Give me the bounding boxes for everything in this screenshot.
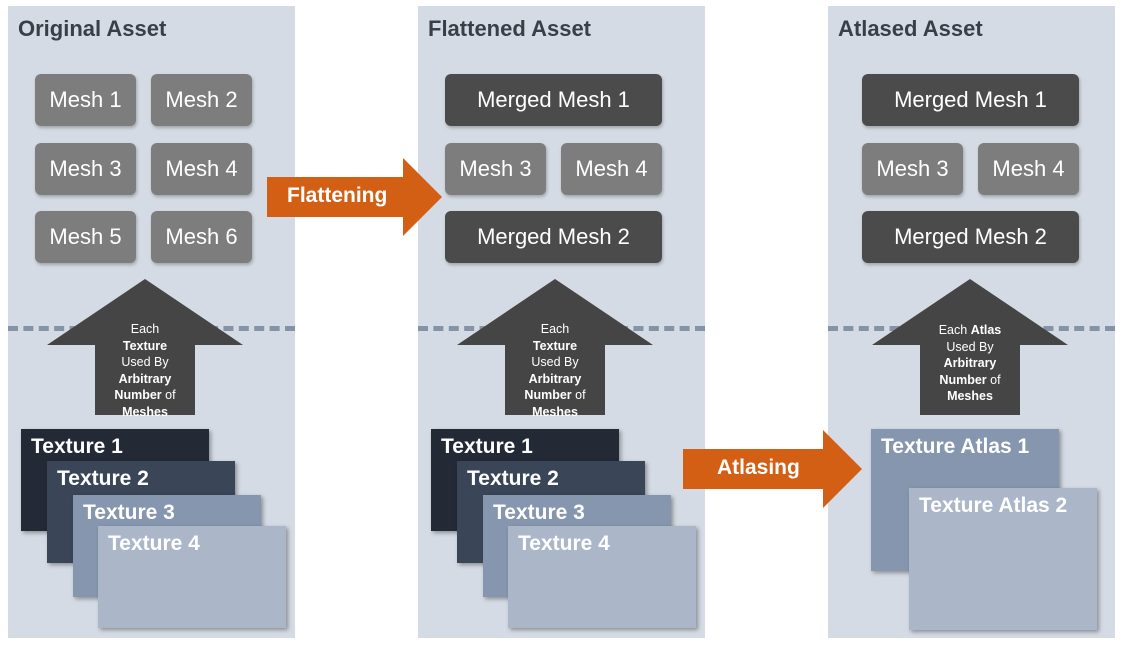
mesh-5: Mesh 5	[35, 211, 136, 263]
texture-card-4: Texture 4	[98, 526, 286, 628]
up-arrow: Each Texture Used By Arbitrary Number of…	[45, 279, 245, 419]
panel-flattened-asset: Flattened Asset Merged Mesh 1 Mesh 3 Mes…	[418, 6, 705, 638]
up-arrow-line: Number	[524, 388, 572, 402]
mesh-3: Mesh 3	[862, 143, 963, 195]
up-arrow-line: Arbitrary	[118, 371, 172, 386]
atlasing-label: Atlasing	[717, 456, 800, 479]
up-arrow-text: Each Atlas Used By Arbitrary Number of M…	[920, 322, 1020, 405]
texture-atlas-card-2: Texture Atlas 2	[909, 488, 1097, 630]
up-arrow-line: Used By	[121, 355, 169, 369]
up-arrow-line: of	[986, 372, 1001, 387]
panel-original-asset: Original Asset Mesh 1 Mesh 2 Mesh 3 Mesh…	[8, 6, 295, 638]
atlasing-arrow: Atlasing	[683, 430, 863, 508]
up-arrow-line: Each	[130, 322, 160, 336]
up-arrow-line: Arbitrary	[943, 356, 997, 370]
merged-mesh-1: Merged Mesh 1	[862, 74, 1079, 126]
up-arrow-line: Number	[114, 388, 162, 402]
merged-mesh-2: Merged Mesh 2	[862, 211, 1079, 263]
up-arrow-line: Number	[939, 372, 987, 387]
mesh-4: Mesh 4	[561, 143, 662, 195]
up-arrow-line: of	[571, 388, 586, 402]
up-arrow-line: Meshes	[122, 404, 168, 419]
mesh-1: Mesh 1	[35, 74, 136, 126]
up-arrow-line: Each	[938, 323, 971, 337]
up-arrow-text: Each Texture Used By Arbitrary Number of…	[95, 321, 195, 420]
up-arrow-shape	[457, 279, 653, 415]
atlasing-arrow-shape	[683, 430, 862, 508]
up-arrow-shape	[47, 279, 243, 415]
up-arrow: Each Atlas Used By Arbitrary Number of M…	[870, 279, 1070, 415]
panel-atlased-asset: Atlased Asset Merged Mesh 1 Mesh 3 Mesh …	[828, 6, 1115, 638]
mesh-2: Mesh 2	[151, 74, 252, 126]
flattening-arrow-shape	[267, 158, 442, 236]
up-arrow-line: Meshes	[947, 389, 993, 403]
panel-title: Original Asset	[18, 16, 167, 41]
up-arrow-line: Meshes	[532, 404, 578, 419]
mesh-3: Mesh 3	[35, 143, 136, 195]
panel-title: Atlased Asset	[838, 16, 983, 41]
flattening-arrow: Flattening	[267, 158, 443, 236]
up-arrow-line: of	[161, 388, 176, 402]
up-arrow-line: Texture	[122, 338, 168, 353]
up-arrow: Each Texture Used By Arbitrary Number of…	[455, 279, 655, 419]
merged-mesh-2: Merged Mesh 2	[445, 211, 662, 263]
up-arrow-line: Used By	[946, 339, 994, 354]
mesh-4: Mesh 4	[151, 143, 252, 195]
up-arrow-text: Each Texture Used By Arbitrary Number of…	[505, 321, 605, 420]
up-arrow-line: Texture	[532, 338, 578, 353]
up-arrow-line: Atlas	[970, 323, 1002, 337]
merged-mesh-1: Merged Mesh 1	[445, 74, 662, 126]
mesh-4: Mesh 4	[978, 143, 1079, 195]
up-arrow-shape	[872, 279, 1068, 415]
mesh-6: Mesh 6	[151, 211, 252, 263]
up-arrow-line: Arbitrary	[528, 371, 582, 386]
up-arrow-line: Used By	[531, 355, 579, 369]
up-arrow-line: Each	[540, 322, 570, 336]
panel-title: Flattened Asset	[428, 16, 592, 41]
flattening-label: Flattening	[287, 184, 388, 207]
mesh-3: Mesh 3	[445, 143, 546, 195]
texture-card-4: Texture 4	[508, 526, 696, 628]
